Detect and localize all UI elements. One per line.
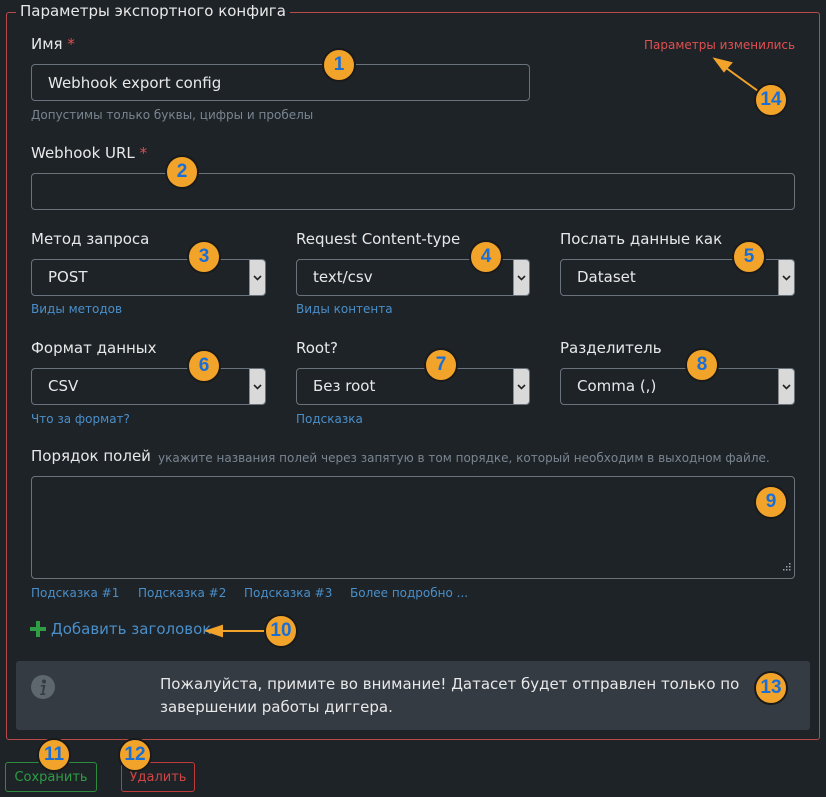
webhook-url-input[interactable] — [31, 173, 795, 210]
request-method-select[interactable]: POST — [31, 259, 266, 296]
webhook-url-label-text: Webhook URL — [31, 144, 135, 162]
request-method-label: Метод запроса — [31, 230, 150, 248]
info-notice: Пожалуйста, примите во внимание! Датасет… — [16, 661, 810, 730]
request-method-value: POST — [48, 268, 88, 286]
chevron-down-icon — [249, 260, 265, 295]
send-as-label: Послать данные как — [560, 230, 723, 248]
delimiter-label: Разделитель — [560, 339, 662, 357]
params-changed-indicator: Параметры изменились — [644, 38, 796, 52]
request-method-help-link[interactable]: Виды методов — [31, 302, 123, 316]
field-order-hint: укажите названия полей через запятую в т… — [158, 451, 770, 465]
arrow-head-14 — [712, 57, 733, 73]
data-format-help-link[interactable]: Что за формат? — [31, 412, 130, 426]
webhook-url-label: Webhook URL * — [31, 144, 147, 162]
arrow-head-10 — [203, 624, 223, 638]
root-help-link[interactable]: Подсказка — [296, 412, 363, 426]
send-as-value: Dataset — [577, 268, 636, 286]
annotation-badge: 3 — [187, 240, 221, 274]
fieldset-legend: Параметры экспортного конфига — [16, 2, 290, 20]
chevron-down-icon — [513, 369, 529, 404]
root-value: Без root — [313, 377, 376, 395]
annotation-badge: 12 — [118, 738, 152, 772]
content-type-value: text/csv — [313, 268, 373, 286]
annotation-badge: 10 — [264, 614, 298, 648]
send-as-select[interactable]: Dataset — [560, 259, 795, 296]
chevron-down-icon — [778, 369, 794, 404]
root-select[interactable]: Без root — [296, 368, 530, 405]
annotation-badge: 14 — [754, 83, 788, 117]
field-order-hint-link[interactable]: Подсказка #2 — [138, 586, 227, 600]
content-type-label: Request Content-type — [296, 230, 461, 248]
webhook-url-required-mark: * — [139, 144, 148, 162]
annotation-badge: 11 — [37, 738, 71, 772]
annotation-badge: 1 — [322, 48, 356, 82]
delimiter-value: Comma (,) — [577, 377, 657, 395]
delimiter-select[interactable]: Comma (,) — [560, 368, 795, 405]
plus-icon — [30, 621, 46, 637]
delete-button[interactable]: Удалить — [121, 762, 195, 792]
field-order-hint-link[interactable]: Подсказка #3 — [244, 586, 333, 600]
data-format-label: Формат данных — [31, 339, 157, 357]
annotation-badge: 4 — [469, 240, 503, 274]
field-order-hint-link[interactable]: Более подробно ... — [350, 586, 469, 600]
field-order-hint-link[interactable]: Подсказка #1 — [31, 586, 120, 600]
annotation-badge: 5 — [732, 240, 766, 274]
chevron-down-icon — [249, 369, 265, 404]
resize-grip-icon[interactable] — [782, 556, 791, 575]
data-format-value: CSV — [48, 377, 79, 395]
export-config-fieldset — [6, 12, 820, 740]
name-required-mark: * — [67, 35, 75, 53]
name-help-text: Допустимы только буквы, цифры и пробелы — [31, 108, 314, 122]
field-order-label: Порядок полей — [31, 447, 151, 465]
arrow-line-14 — [721, 64, 759, 92]
annotation-badge: 7 — [424, 348, 458, 382]
add-header-link[interactable]: Добавить заголовок — [30, 620, 211, 638]
content-type-help-link[interactable]: Виды контента — [296, 302, 393, 316]
root-label: Root? — [296, 339, 338, 357]
annotation-badge: 8 — [685, 348, 719, 382]
name-label-text: Имя — [31, 35, 63, 53]
annotation-badge: 9 — [754, 485, 788, 519]
notice-text: Пожалуйста, примите во внимание! Датасет… — [160, 675, 740, 716]
add-header-label: Добавить заголовок — [51, 620, 212, 638]
annotation-badge: 2 — [165, 155, 199, 189]
name-input[interactable] — [31, 64, 530, 101]
annotation-badge: 13 — [754, 671, 788, 705]
info-icon — [30, 674, 56, 704]
field-order-textarea[interactable] — [31, 476, 795, 579]
name-label: Имя * — [31, 35, 75, 53]
chevron-down-icon — [778, 260, 794, 295]
chevron-down-icon — [513, 260, 529, 295]
annotation-badge: 6 — [187, 349, 221, 383]
data-format-select[interactable]: CSV — [31, 368, 266, 405]
